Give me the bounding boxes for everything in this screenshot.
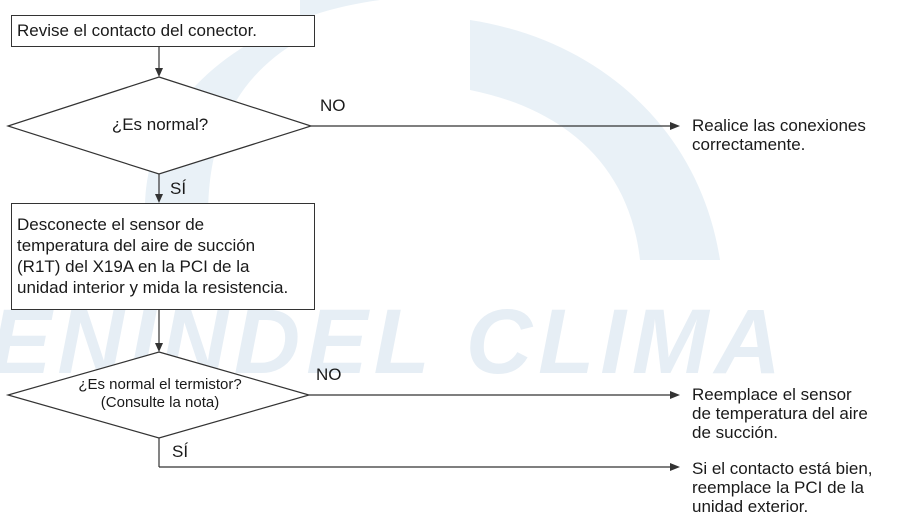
outcome-replace-sensor-line1: Reemplace el sensor: [692, 385, 852, 404]
step-measure-line1: Desconecte el sensor de: [17, 215, 205, 234]
arrowhead-step1-q1: [155, 68, 163, 77]
watermark-right-arc: [470, 20, 720, 260]
outcome-replace-pcb-line2: reemplace la PCI de la: [692, 478, 864, 497]
decision-2-line2: (Consulte la nota): [100, 394, 220, 411]
step-measure-line2: temperatura del aire de succión: [17, 236, 256, 255]
outcome-fix-connections-line1: Realice las conexiones: [692, 116, 866, 135]
outcome-fix-connections-line2: correctamente.: [692, 135, 806, 154]
arrowhead-q2-no: [670, 391, 680, 399]
step-measure-resistance: Desconecte el sensor de temperatura del …: [11, 203, 315, 310]
arrowhead-step2-q2: [155, 343, 163, 352]
outcome-replace-pcb: Si el contacto está bien, reemplace la P…: [692, 459, 873, 516]
outcome-replace-sensor: Reemplace el sensor de temperatura del a…: [692, 385, 868, 442]
step-measure-line4: unidad interior y mida la resistencia.: [17, 278, 289, 297]
arrowhead-q1-yes: [155, 194, 163, 203]
step-measure-line3: (R1T) del X19A en la PCI de la: [17, 257, 250, 276]
arrowhead-q2-yes: [670, 463, 680, 471]
step-check-connector-label: Revise el contacto del conector.: [17, 21, 258, 40]
decision-1-no-label: NO: [320, 96, 346, 115]
watermark-left-arc: [145, 0, 380, 250]
decision-2-label: ¿Es normal el termistor? (Consulte la no…: [50, 376, 270, 412]
outcome-replace-pcb-line1: Si el contacto está bien,: [692, 459, 873, 478]
outcome-fix-connections: Realice las conexiones correctamente.: [692, 116, 866, 154]
decision-1-yes-label: SÍ: [170, 179, 187, 198]
decision-2-line1: ¿Es normal el termistor?: [78, 376, 242, 393]
outcome-replace-sensor-line3: de succión.: [692, 423, 778, 442]
decision-1-text: ¿Es normal?: [111, 115, 209, 134]
decision-2-no-label: NO: [316, 365, 342, 384]
step-check-connector: Revise el contacto del conector.: [11, 15, 315, 47]
decision-1-label: ¿Es normal?: [60, 115, 260, 135]
arrowhead-q1-no: [670, 122, 680, 130]
outcome-replace-pcb-line3: unidad exterior.: [692, 497, 809, 516]
decision-2-yes-label: SÍ: [172, 442, 189, 461]
outcome-replace-sensor-line2: de temperatura del aire: [692, 404, 868, 423]
